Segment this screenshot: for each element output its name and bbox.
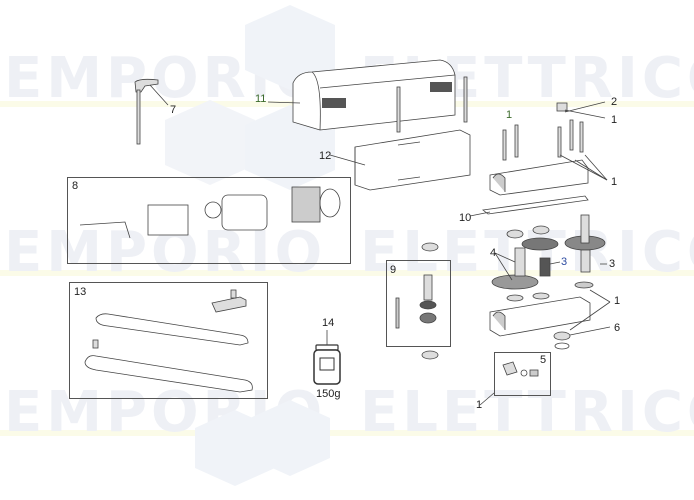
watermark-word-2: ELETTRICO: [360, 380, 694, 445]
group-label-9: 9: [390, 264, 397, 276]
group-box-8: [67, 177, 351, 264]
group-label-13: 13: [74, 286, 87, 298]
jar-weight-label: 150g: [316, 388, 341, 400]
cover-part-11: [267, 59, 456, 131]
callout-3-a: 3: [561, 256, 568, 268]
group-label-5: 5: [540, 354, 547, 366]
callout-4: 4: [490, 247, 497, 259]
callout-1-lower: 1: [614, 295, 621, 307]
shaft-assembly-part-9: [395, 274, 437, 329]
callout-1-seal: 1: [611, 114, 618, 126]
gearbox-lower-housing: [421, 289, 611, 360]
callout-1-housing: 1: [611, 176, 618, 188]
group-label-8: 8: [72, 180, 79, 192]
callout-6: 6: [614, 322, 621, 334]
group-box-13: [69, 282, 268, 399]
group-box-5: [494, 352, 551, 396]
watermark-band: [0, 270, 694, 276]
group-box-9: [386, 260, 451, 347]
callout-2: 2: [611, 96, 618, 108]
watermark-band: [0, 430, 694, 436]
hex-key-part-7: [134, 78, 169, 145]
bracket-part-12: [329, 129, 471, 191]
callout-3-b: 3: [609, 258, 616, 270]
grease-jar-part-14: [313, 330, 341, 385]
gearbox-upper-housing: [469, 101, 608, 217]
gear-set: [421, 214, 607, 302]
motor-assembly-part-8: [79, 186, 341, 239]
callout-12: 12: [319, 150, 332, 162]
callout-7: 7: [170, 104, 177, 116]
callout-10: 10: [459, 212, 472, 224]
callout-1-limit: 1: [476, 399, 483, 411]
arm-assembly-part-13: [84, 289, 253, 393]
callout-1-bolts: 1: [506, 109, 513, 121]
watermark-word-2: ELETTRICO: [360, 220, 694, 285]
limit-assembly-part-5: [479, 361, 539, 406]
callout-14: 14: [322, 317, 335, 329]
callout-11: 11: [255, 93, 267, 105]
